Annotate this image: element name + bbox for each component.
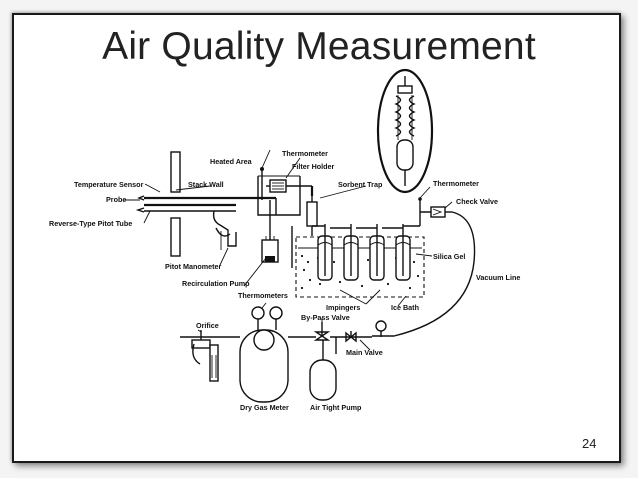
pitot-manometer (212, 210, 237, 250)
label-filter-holder: Filter Holder (292, 162, 335, 171)
label-check-valve: Check Valve (456, 197, 498, 206)
label-vacuum-line: Vacuum Line (476, 273, 520, 282)
main-valve (330, 320, 387, 343)
label-pitot-manometer: Pitot Manometer (165, 262, 222, 271)
label-thermometer-top: Thermometer (282, 149, 328, 158)
heated-area (257, 167, 312, 236)
label-thermometer-right: Thermometer (433, 179, 479, 188)
recirculation-pump (261, 236, 279, 263)
label-air-tight-pump: Air Tight Pump (310, 403, 362, 412)
label-stack-wall: Stack Wall (188, 180, 224, 189)
stack-wall (170, 151, 181, 257)
probe-assembly (135, 195, 276, 213)
sorbent-trap-detail-inset (376, 68, 434, 194)
page-number: 24 (582, 436, 597, 451)
label-sorbent-trap: Sorbent Trap (338, 180, 383, 189)
check-valve (418, 197, 452, 218)
label-ice-bath: Ice Bath (391, 303, 419, 312)
vacuum-line (372, 211, 476, 337)
dry-gas-meter (239, 306, 316, 403)
label-by-pass-valve: By-Pass Valve (301, 313, 350, 322)
label-thermometers: Thermometers (238, 291, 288, 300)
impingers (312, 212, 421, 281)
label-impingers: Impingers (326, 303, 360, 312)
by-pass-valve (313, 322, 331, 341)
orifice-assembly (180, 330, 240, 382)
label-main-valve: Main Valve (346, 348, 383, 357)
label-probe: Probe (106, 195, 126, 204)
label-heated-area: Heated Area (210, 157, 253, 166)
air-tight-pump (309, 337, 337, 401)
label-temperature-sensor: Temperature Sensor (74, 180, 144, 189)
slide-title: Air Quality Measurement (102, 25, 536, 68)
label-dry-gas-meter: Dry Gas Meter (240, 403, 289, 412)
label-recirculation-pump: Recirculation Pump (182, 279, 250, 288)
label-orifice: Orifice (196, 321, 219, 330)
label-reverse-type-pitot-tube: Reverse-Type Pitot Tube (49, 219, 132, 228)
label-silica-gel: Silica Gel (433, 252, 465, 261)
leader-lines (123, 149, 453, 351)
